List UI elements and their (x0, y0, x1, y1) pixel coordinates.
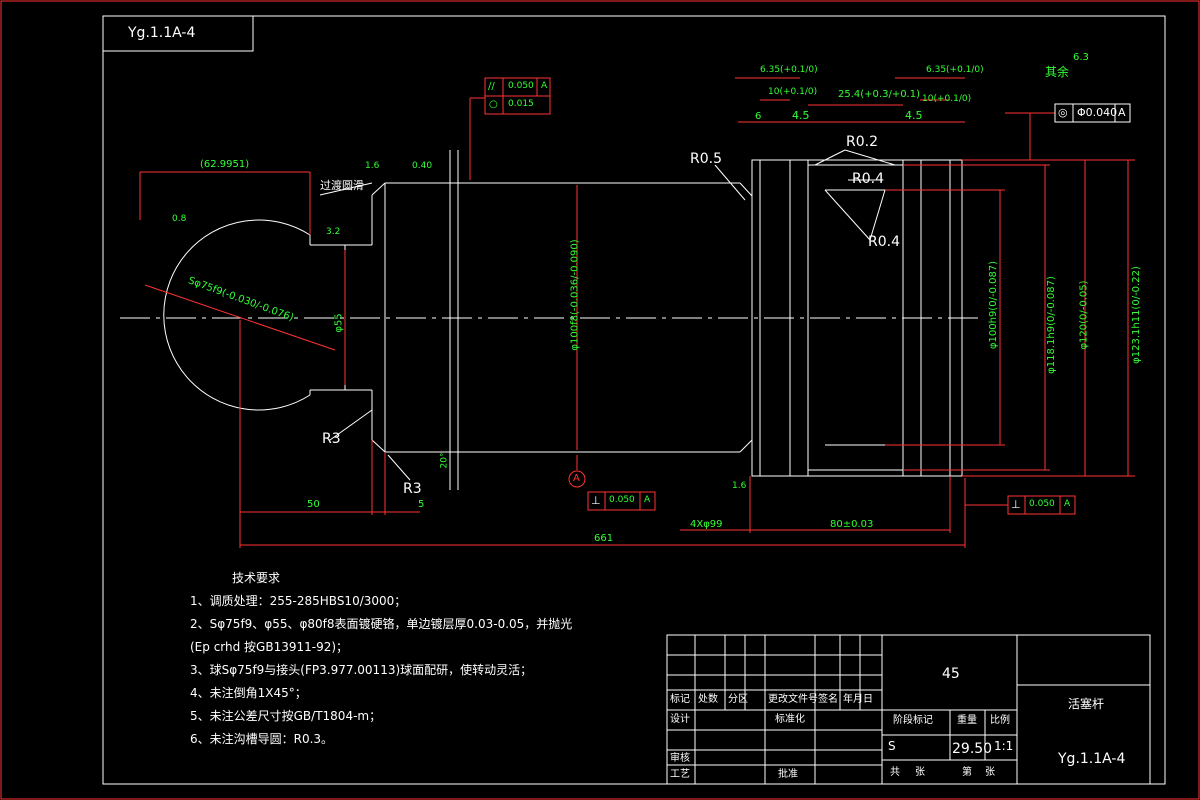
dim-d55: φ55 (333, 313, 345, 333)
note-transition: 过渡圆滑 (320, 179, 364, 192)
dim-62995: (62.9951) (200, 159, 250, 170)
tech-req-item: 1、调质处理：255-285HBS10/3000； (190, 594, 407, 608)
tb-stage-mark: 阶段标记 (893, 715, 933, 726)
dimension-lines (139, 77, 1135, 548)
tb-scale: 1:1 (994, 739, 1014, 753)
tech-req-list: 1、调质处理：255-285HBS10/3000； 2、Sφ75f9、φ55、φ… (190, 592, 572, 753)
tech-req-title: 技术要求 (232, 571, 281, 585)
datum-a-circle (568, 470, 586, 488)
tech-req-item: 4、未注倒角1X45°； (190, 686, 307, 700)
gdt-conc-value: Φ0.040 (1077, 106, 1118, 119)
drawing-id-top: Yg.1.1A-4 (128, 25, 196, 41)
rough-16b: 1.6 (732, 481, 747, 491)
dim-r04a: R0.4 (852, 171, 884, 187)
tb-hdr-changedoc: 更改文件号 (768, 694, 818, 705)
tb-standard: 标准化 (775, 714, 805, 725)
frame-border (102, 15, 1166, 785)
id-box (102, 15, 254, 52)
rough-04: 0.40 (412, 161, 433, 171)
dim-80: 80±0.03 (830, 519, 874, 530)
tb-sheet-no: 第 (962, 767, 972, 778)
tb-review: 审核 (670, 753, 690, 764)
gdt-perp2-datum: A (1064, 499, 1071, 509)
datum-a-label: A (573, 473, 580, 484)
tb-weight-lbl: 重量 (957, 715, 977, 726)
tech-req-item: (Ep crhd 按GB13911-92)； (190, 640, 349, 654)
tb-material: 45 (942, 666, 960, 682)
tb-approve: 批准 (778, 769, 798, 780)
dim-635a: 6.35(+0.1/0) (760, 65, 818, 75)
gdt-perp2-value: 0.050 (1029, 499, 1055, 509)
dim-d123: φ123.1h11(0/-0.22) (1130, 266, 1142, 364)
gdt-frames (484, 77, 1076, 515)
tb-sheets: 张 (915, 767, 925, 778)
rest-roughness-value: 6.3 (1073, 52, 1089, 63)
leader-lines (319, 149, 896, 481)
rest-roughness-label: 其余 (1045, 65, 1070, 79)
dim-661: 661 (594, 533, 614, 544)
dim-r02: R0.2 (846, 134, 878, 150)
gdt-round-value: 0.015 (508, 99, 534, 109)
tb-hdr-zone: 分区 (728, 694, 748, 705)
gdt-perp1-datum: A (644, 495, 651, 505)
dim-45a: 4.5 (792, 109, 810, 122)
dim-4x99: 4Xφ99 (690, 519, 723, 530)
rough-08: 0.8 (172, 214, 187, 224)
tb-part-name: 活塞杆 (1068, 697, 1105, 711)
tb-weight: 29.50 (952, 741, 993, 757)
tb-design: 设计 (670, 714, 690, 725)
tech-req-item: 3、球Sφ75f9与接头(FP3.977.00113)球面配研，使转动灵活； (190, 663, 533, 677)
dim-r3b: R3 (403, 481, 422, 497)
tb-stage: S (888, 739, 896, 753)
tech-req-item: 6、未注沟槽导圆：R0.3。 (190, 732, 334, 746)
dim-d100: φ100f8(-0.036/-0.090) (569, 239, 581, 351)
neck-outline (309, 195, 373, 440)
tb-total: 共 (890, 767, 900, 778)
dim-6: 6 (755, 111, 762, 122)
dim-254: 25.4(+0.3/+0.1) (838, 89, 921, 100)
sphere-outline (163, 219, 311, 411)
dim-r3a: R3 (322, 431, 341, 447)
dim-635b: 6.35(+0.1/0) (926, 65, 984, 75)
conc-frame (1054, 103, 1131, 123)
dim-d120: φ120(0/-0.05) (1078, 280, 1090, 350)
gdt-perp1-value: 0.050 (609, 495, 635, 505)
tb-drawing-no: Yg.1.1A-4 (1058, 751, 1126, 767)
tb-scale-lbl: 比例 (990, 715, 1010, 726)
gdt-conc-datum: A (1118, 106, 1126, 119)
tb-hdr-count: 处数 (698, 694, 718, 705)
dim-10b: 10(+0.1/0) (922, 94, 972, 104)
tb-hdr-mark: 标记 (670, 694, 690, 705)
gdt-parallel-value: 0.050 (508, 81, 534, 91)
tb-hdr-date: 年月日 (843, 694, 873, 705)
title-block (666, 634, 1151, 785)
dim-d100h9: φ100h9(0/-0.087) (988, 260, 1000, 350)
tb-sheet: 张 (985, 767, 995, 778)
dim-d118: φ118.1h9(0/-0.087) (1045, 276, 1057, 374)
gdt-parallel-datum: A (541, 81, 548, 91)
dim-10a: 10(+0.1/0) (768, 87, 818, 97)
dim-45b: 4.5 (905, 109, 923, 122)
tech-req-item: 5、未注公差尺寸按GB/T1804-m； (190, 709, 382, 723)
rough-32: 3.2 (326, 227, 341, 237)
dim-5: 5 (418, 499, 425, 510)
tb-hdr-sign: 签名 (818, 694, 838, 705)
dim-angle-20: 20° (439, 452, 450, 469)
rough-16: 1.6 (365, 161, 380, 171)
dim-r04b: R0.4 (868, 234, 900, 250)
dim-50: 50 (307, 499, 320, 510)
dim-r05: R0.5 (690, 151, 722, 167)
rod-outline (371, 150, 753, 490)
tech-req-item: 2、Sφ75f9、φ55、φ80f8表面镀硬铬，单边镀层厚0.03-0.05，并… (190, 617, 573, 631)
tb-process: 工艺 (670, 769, 690, 780)
piston-outline (751, 159, 963, 477)
